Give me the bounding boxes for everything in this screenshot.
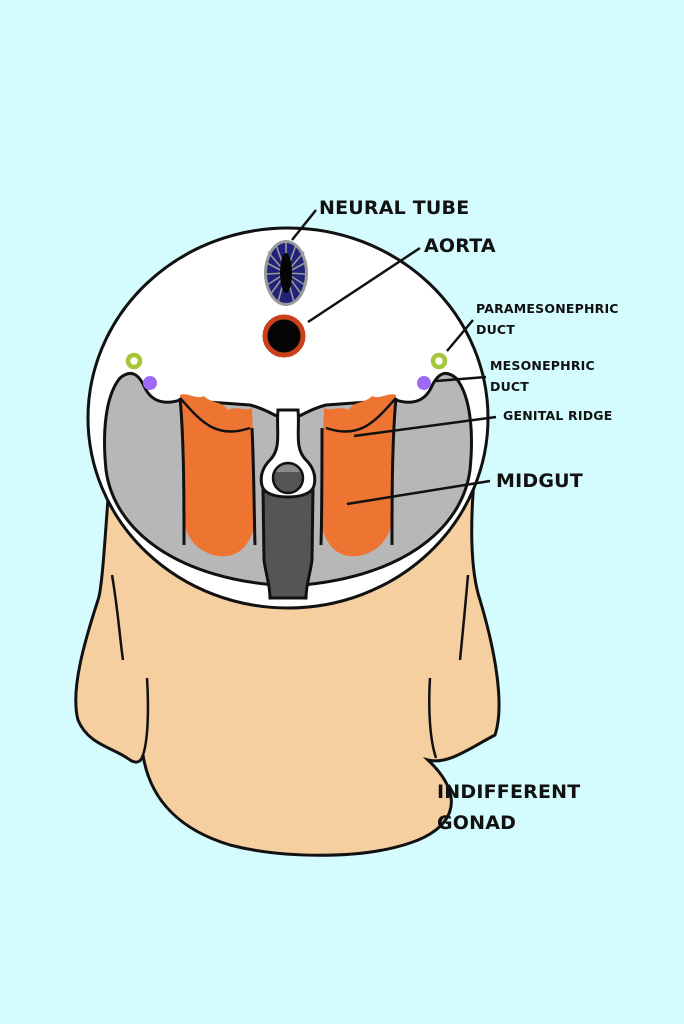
paramesonephric-duct-left — [125, 352, 143, 370]
neural-canal — [280, 253, 292, 293]
right-fold-line — [458, 574, 470, 661]
genital-ridge-right — [320, 394, 396, 557]
ridge-line-left-3 — [250, 427, 257, 546]
label-neural-tube: NEURAL TUBE — [319, 197, 470, 219]
label-paramesonephric-duct: PARAMESONEPHRIC DUCT — [476, 301, 619, 337]
label-mesonephric-line2: DUCT — [490, 378, 530, 394]
label-mesonephric-duct: MESONEPHRIC DUCT — [490, 358, 595, 394]
label-mesonephric-line1: MESONEPHRIC — [490, 358, 595, 373]
midgut-tube — [261, 487, 315, 600]
label-midgut: MIDGUT — [496, 470, 583, 492]
label-paramesonephric-line2: DUCT — [476, 321, 516, 337]
label-indifferent-gonad: INDIFFERENT GONAD — [437, 777, 580, 839]
leader-genital-ridge — [353, 415, 497, 438]
leader-neural-tube — [291, 209, 317, 241]
ridge-line-left — [178, 397, 186, 546]
midgut-lumen-highlight — [276, 464, 300, 472]
left-fold-line-2 — [141, 677, 150, 756]
label-genital-ridge: GENITAL RIDGE — [503, 408, 613, 423]
mesonephric-duct-right — [417, 376, 431, 390]
ridge-line-left-2 — [179, 397, 251, 433]
ridge-line-right-3 — [319, 427, 324, 546]
right-fold-line-2 — [428, 677, 438, 759]
genital-ridge-left — [180, 394, 256, 557]
ridge-line-right-2 — [325, 397, 397, 433]
label-aorta: AORTA — [424, 235, 496, 257]
leader-midgut — [346, 479, 491, 506]
paramesonephric-duct-right — [430, 352, 448, 370]
aorta — [262, 314, 306, 358]
leader-lines — [291, 209, 497, 506]
neural-tube — [264, 240, 308, 306]
left-fold-line — [110, 574, 125, 661]
cross-section — [86, 226, 490, 610]
leader-mesonephric — [435, 375, 487, 383]
label-indifferent-gonad-line2: GONAD — [437, 812, 517, 834]
label-indifferent-gonad-line1: INDIFFERENT — [437, 781, 581, 803]
leader-aorta — [307, 246, 421, 324]
mesonephric-duct-left — [143, 376, 157, 390]
leader-paramesonephric — [446, 319, 474, 352]
ridge-line-right — [390, 397, 398, 546]
label-paramesonephric-line1: PARAMESONEPHRIC — [476, 301, 619, 316]
